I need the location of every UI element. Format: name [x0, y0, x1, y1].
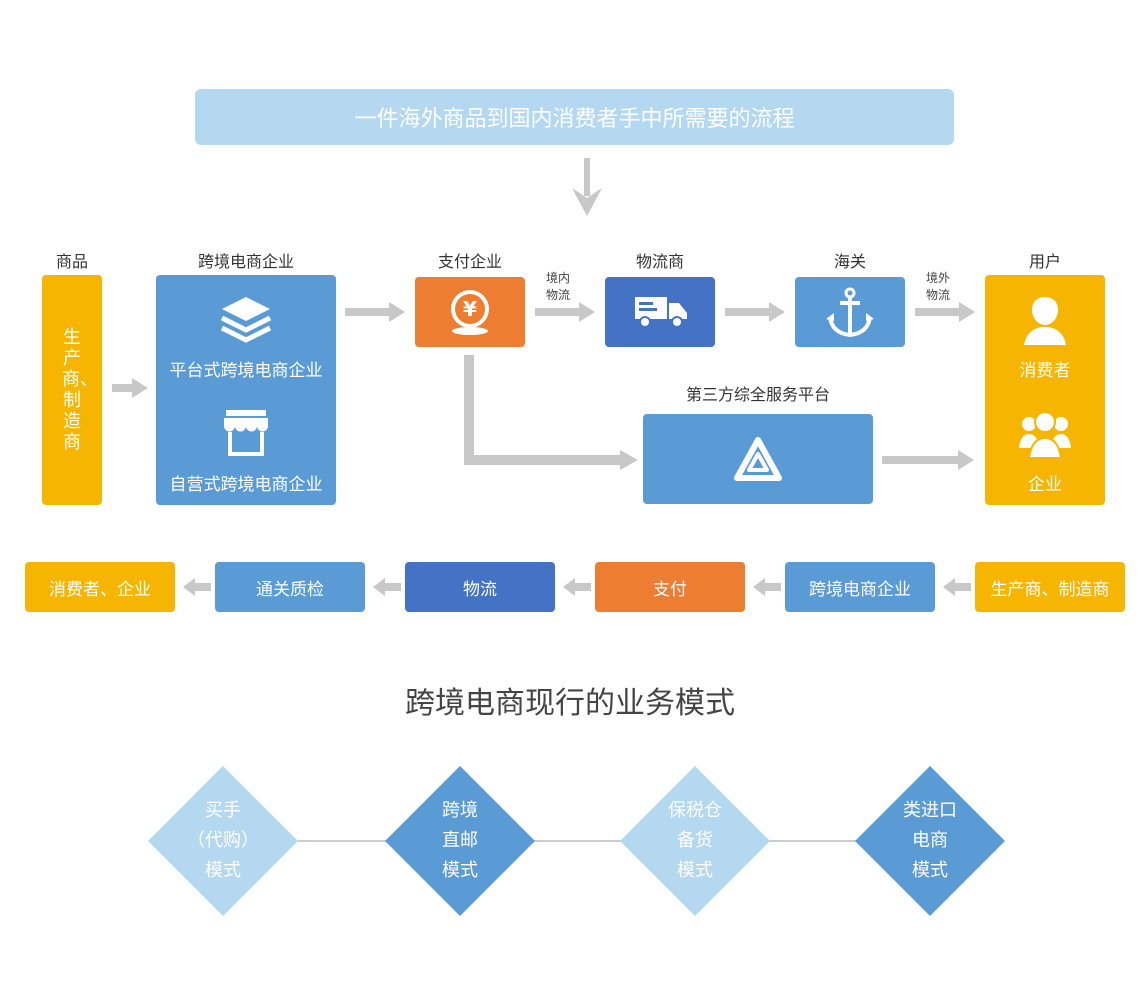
mode-buyer-agent: 买手 （代购） 模式	[148, 766, 298, 916]
anchor-icon	[826, 287, 874, 338]
mode-line: 电商	[912, 830, 948, 851]
overseas-logistics-label: 境外 物流	[918, 270, 958, 304]
label-ecommerce: 跨境电商企业	[197, 252, 294, 271]
mode-line: 跨境	[442, 800, 478, 821]
down-arrow-icon	[572, 158, 602, 216]
overseas-line-2: 物流	[925, 288, 950, 302]
group-icon	[1019, 411, 1071, 458]
payment-to-platform-arrow	[464, 355, 638, 470]
flow-step-logistics: 物流	[405, 562, 555, 612]
ecommerce-box: 平台式跨境电商企业 自营式跨境电商企业	[156, 275, 336, 505]
mode-line: （代购）	[187, 830, 259, 851]
domestic-line-1: 境内	[545, 271, 570, 285]
platform-ecommerce-label: 平台式跨境电商企业	[169, 361, 323, 381]
mode-connector	[768, 840, 856, 842]
truck-icon	[635, 297, 687, 328]
domestic-line-2: 物流	[545, 288, 570, 302]
flow-step-customs: 通关质检	[215, 562, 365, 612]
mode-quasi-import: 类进口 电商 模式	[855, 766, 1005, 916]
goods-box-text: 生产商、制造商	[62, 327, 98, 453]
mode-direct-mail: 跨境 直邮 模式	[385, 766, 535, 916]
arrow-left-icon	[373, 578, 401, 596]
triangle-logo-icon	[734, 437, 782, 481]
mode-line: 模式	[677, 860, 713, 881]
flow-step-ecommerce: 跨境电商企业	[785, 562, 935, 612]
arrow-right-icon	[882, 450, 974, 470]
label-payment: 支付企业	[437, 252, 502, 271]
label-user: 用户	[1028, 252, 1061, 271]
mode-line: 保税仓	[668, 800, 722, 821]
person-icon	[1024, 297, 1066, 345]
yen-coin-icon: ¥	[451, 290, 489, 335]
third-party-label: 第三方综全服务平台	[685, 385, 830, 404]
label-logistics: 物流商	[635, 252, 684, 271]
svg-text:¥: ¥	[463, 297, 477, 321]
mode-connector	[298, 840, 386, 842]
flow-title-banner: 一件海外商品到国内消费者手中所需要的流程	[195, 89, 954, 145]
label-goods: 商品	[55, 252, 88, 271]
domestic-logistics-label: 境内 物流	[538, 270, 578, 304]
store-icon	[224, 410, 268, 456]
arrow-right-icon	[112, 378, 148, 398]
customs-box	[795, 277, 905, 347]
flow-step-manufacturer: 生产商、制造商	[975, 562, 1125, 612]
enterprise-label: 企业	[1028, 475, 1062, 495]
mode-line: 类进口	[903, 800, 957, 821]
arrow-right-icon	[915, 302, 975, 322]
arrow-left-icon	[943, 578, 971, 596]
logistics-box	[605, 277, 715, 347]
third-party-box	[643, 414, 873, 504]
arrow-left-icon	[563, 578, 591, 596]
mode-bonded-warehouse: 保税仓 备货 模式	[620, 766, 770, 916]
layers-icon	[220, 297, 272, 343]
consumer-label: 消费者	[1019, 361, 1071, 381]
payment-box: ¥	[415, 277, 525, 347]
mode-line: 模式	[442, 860, 478, 881]
mode-line: 模式	[912, 860, 948, 881]
flow-step-payment: 支付	[595, 562, 745, 612]
arrow-left-icon	[753, 578, 781, 596]
self-ecommerce-label: 自营式跨境电商企业	[169, 475, 323, 495]
goods-box: 生产商、制造商	[42, 275, 102, 505]
arrow-right-icon	[725, 302, 785, 322]
flow-step-consumer: 消费者、企业	[25, 562, 175, 612]
mode-line: 模式	[205, 860, 241, 881]
arrow-right-icon	[535, 302, 595, 322]
arrow-left-icon	[183, 578, 211, 596]
mode-line: 直邮	[442, 830, 478, 851]
overseas-line-1: 境外	[925, 271, 950, 285]
mode-connector	[533, 840, 621, 842]
mode-line: 买手	[205, 800, 241, 821]
user-box: 消费者 企业	[985, 275, 1105, 505]
arrow-right-icon	[345, 302, 405, 322]
mode-line: 备货	[677, 830, 713, 851]
label-customs: 海关	[833, 252, 866, 271]
modes-title: 跨境电商现行的业务模式	[405, 686, 735, 721]
